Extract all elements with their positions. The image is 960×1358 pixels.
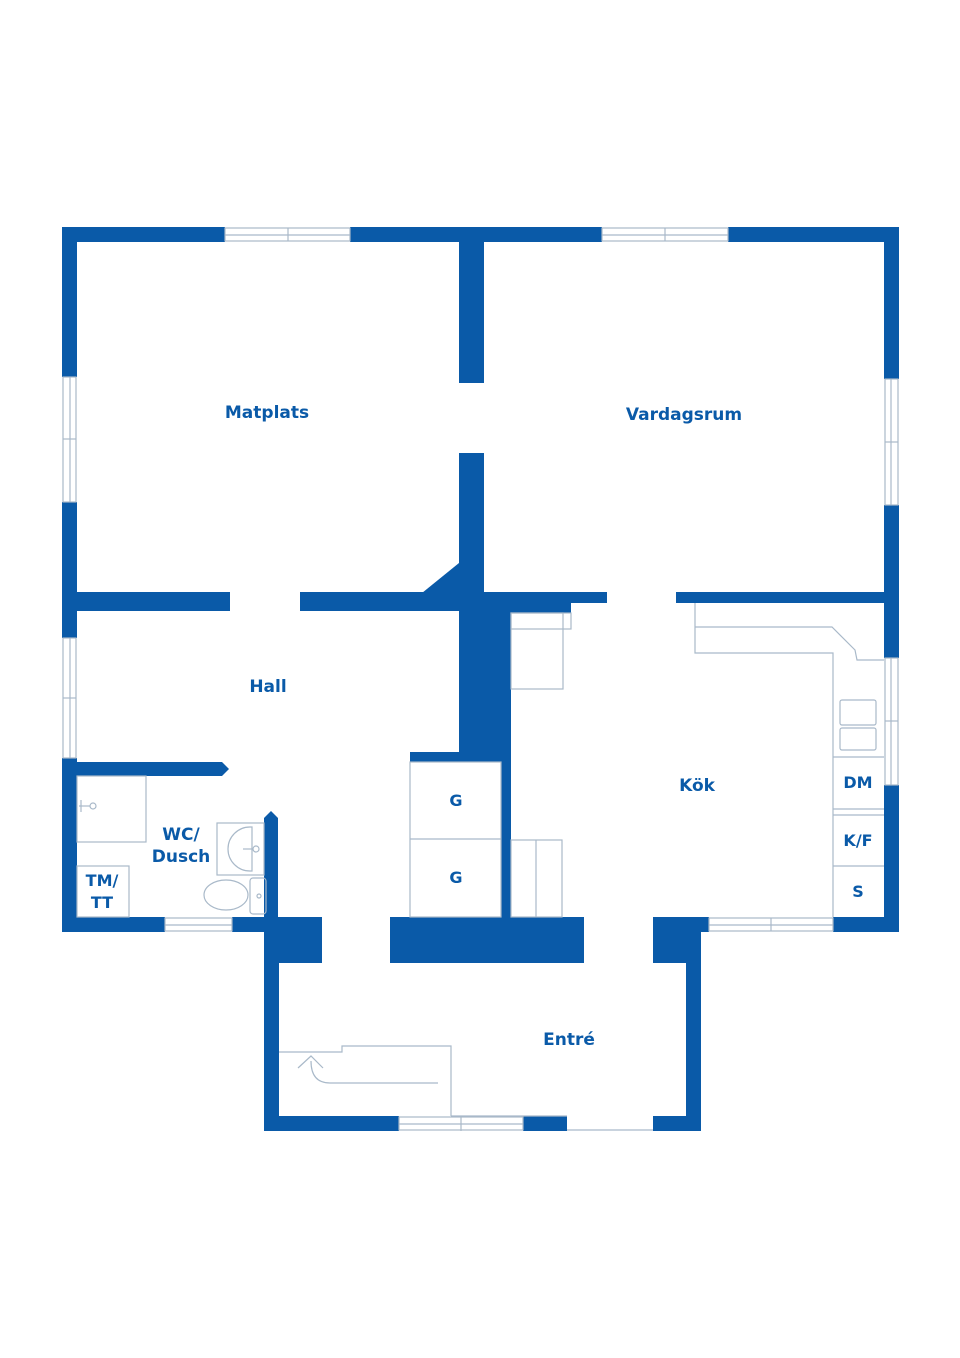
- garderob-label: G: [449, 791, 463, 810]
- room-label-tm-tt: TM/ TT: [85, 871, 119, 912]
- diskmaskin-label: DM: [843, 773, 873, 792]
- room-label-kok: Kök: [679, 776, 715, 796]
- room-label-entre: Entré: [543, 1030, 595, 1050]
- room-label-hall: Hall: [249, 677, 287, 697]
- stair-arrow-icon: [297, 1055, 438, 1084]
- interior-walls: [77, 242, 884, 932]
- garderob-label: G: [449, 868, 463, 887]
- room-label-wc-dusch: WC/ Dusch: [151, 825, 211, 867]
- toilet-icon: [203, 877, 267, 915]
- fixtures: [76, 603, 884, 1117]
- spis-label: S: [852, 882, 864, 901]
- exterior-walls: [62, 227, 899, 1131]
- washbasin-icon: [216, 822, 265, 876]
- room-label-vardagsrum: Vardagsrum: [625, 405, 743, 425]
- kyl-frys-label: K/F: [843, 831, 873, 850]
- shower-head-icon: [79, 800, 97, 812]
- room-label-matplats: Matplats: [224, 403, 310, 423]
- windows: [62, 227, 899, 1131]
